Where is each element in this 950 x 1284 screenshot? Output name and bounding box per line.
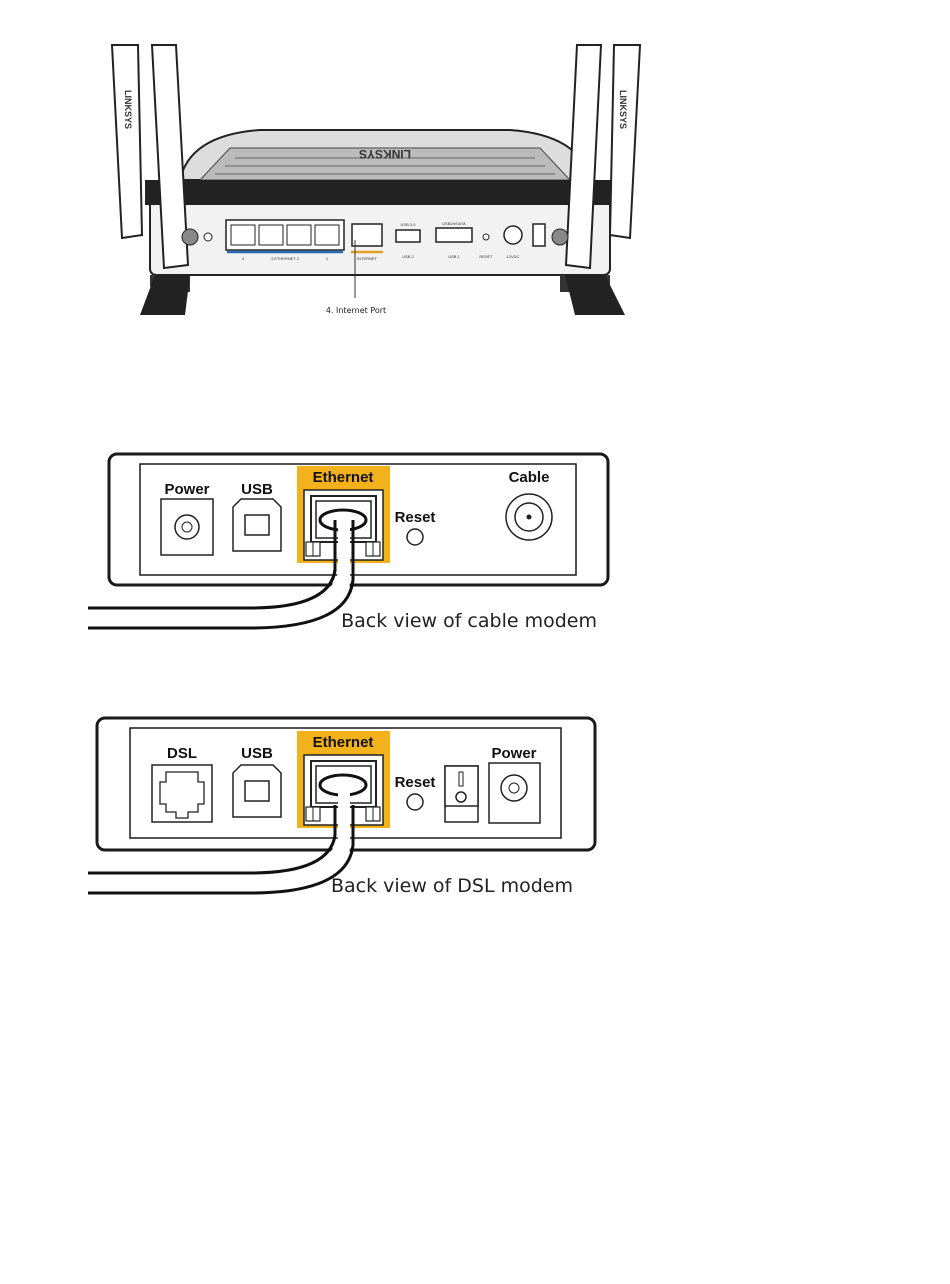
port-label-reset: RESET (479, 254, 493, 259)
cable-coax-label: Cable (509, 469, 550, 486)
dsl-reset-button-icon (407, 794, 423, 810)
cable-ethernet-label: Ethernet (313, 469, 374, 486)
wps-button-icon (204, 233, 212, 241)
cable-modem-caption: Back view of cable modem (341, 610, 597, 632)
dsl-modem-caption: Back view of DSL modem (331, 875, 573, 897)
usb3-port (396, 230, 420, 242)
port-label-esata-sub: USB 1 (448, 254, 460, 259)
dsl-reset-label: Reset (395, 774, 436, 791)
port-label-eth-group: 3 ETHERNET 2 (271, 256, 300, 261)
power-jack-icon (504, 226, 522, 244)
dsl-ethernet-label: Ethernet (313, 734, 374, 751)
dsl-power-label: Power (491, 745, 536, 762)
power-switch-icon (533, 224, 545, 246)
router-right-knob (552, 229, 568, 245)
reset-pinhole-icon (483, 234, 489, 240)
port-label-power: 12VDC (507, 254, 520, 259)
svg-text:LINKSYS: LINKSYS (123, 90, 133, 129)
port-label-esata: USB2/eSATA (442, 221, 466, 226)
router-rear-figure: LINKSYS LINKSYS LINKSYS 4 3 ETHERNE (0, 30, 950, 330)
esata-port (436, 228, 472, 242)
port-label-usb3-sub: USB 2 (402, 254, 414, 259)
router-left-knob (182, 229, 198, 245)
dsl-switch-indicator-icon (456, 792, 466, 802)
cable-power-label: Power (164, 481, 209, 498)
router-brand-text: LINKSYS (359, 147, 411, 161)
internet-port-callout: 4. Internet Port (326, 306, 386, 315)
internet-port (352, 224, 382, 246)
antenna-brand-marks: LINKSYS LINKSYS (123, 90, 628, 129)
router-body: LINKSYS (145, 130, 615, 292)
port-label-usb3: USB 3.0 (401, 222, 417, 227)
svg-text:LINKSYS: LINKSYS (618, 90, 628, 129)
dsl-port-label: DSL (167, 745, 197, 762)
cable-reset-label: Reset (395, 509, 436, 526)
dsl-usb-label: USB (241, 745, 273, 762)
cable-usb-label: USB (241, 481, 273, 498)
cable-modem-figure: Power USB Ethernet Reset Cable Back view… (0, 440, 950, 640)
cable-reset-button-icon (407, 529, 423, 545)
port-label-internet: INTERNET (357, 256, 378, 261)
dsl-modem-figure: DSL USB Ethernet Reset Power Back view o… (0, 705, 950, 905)
dsl-jack-icon (160, 772, 204, 818)
